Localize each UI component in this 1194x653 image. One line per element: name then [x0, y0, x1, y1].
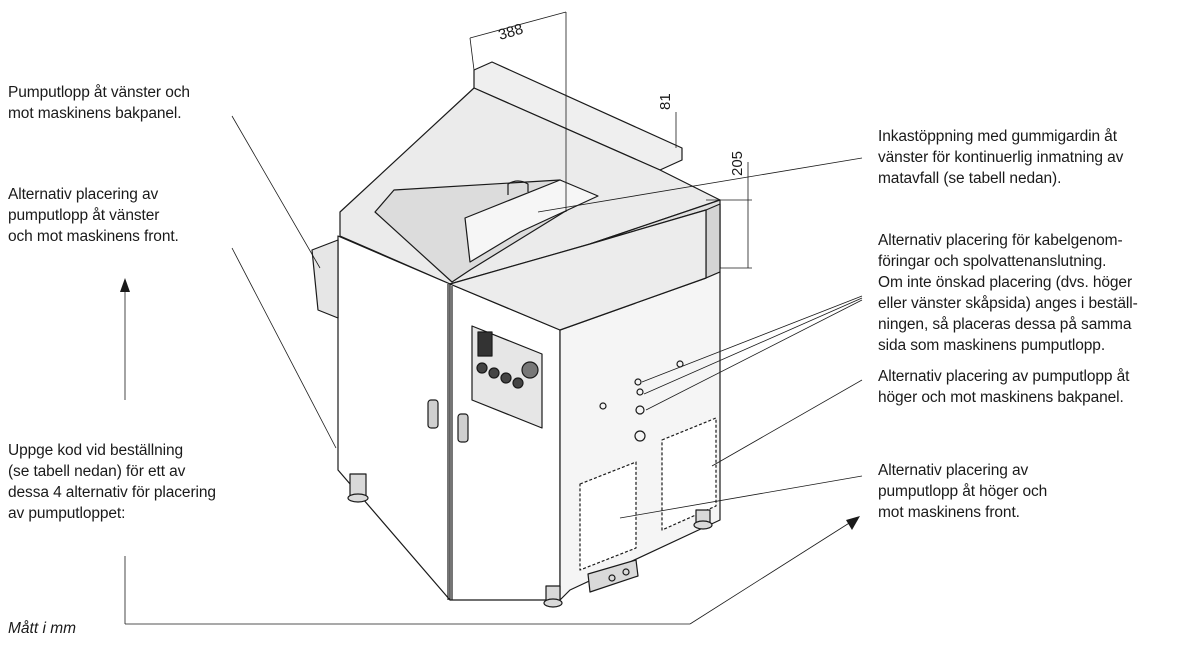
door-handle-left — [427, 399, 439, 429]
hatch-right-back — [661, 417, 717, 531]
cabinet-top-slope — [449, 209, 707, 331]
bottom-outlet — [587, 559, 639, 593]
pump-outlet-left — [311, 239, 339, 319]
lid-handle — [507, 180, 529, 195]
dim-81: 81 — [657, 93, 674, 110]
note-cable-entries: Alternativ placering för kabelgenom- för… — [878, 232, 1138, 354]
hatch-right-front — [579, 461, 637, 571]
note-pump-right-front: Alternativ placering av pumputlopp åt hö… — [878, 462, 1048, 521]
dim-205: 205 — [729, 151, 746, 176]
note-order-code: Uppge kod vid beställning (se tabell ned… — [8, 442, 216, 522]
hopper-chute — [464, 179, 599, 263]
dim-388: 388 — [496, 21, 525, 44]
note-pump-left-back: Pumputlopp åt vänster och mot maskinens … — [8, 84, 190, 122]
right-side-upper — [705, 203, 721, 279]
footnote-units: Mått i mm — [8, 620, 77, 637]
note-pump-left-front: Alternativ placering av pumputlopp åt vä… — [8, 186, 179, 245]
door-handle-right — [457, 413, 469, 443]
note-feed-opening: Inkastöppning med gummigardin åt vänster… — [878, 128, 1124, 187]
note-pump-right-back: Alternativ placering av pumputlopp åt hö… — [878, 368, 1130, 406]
